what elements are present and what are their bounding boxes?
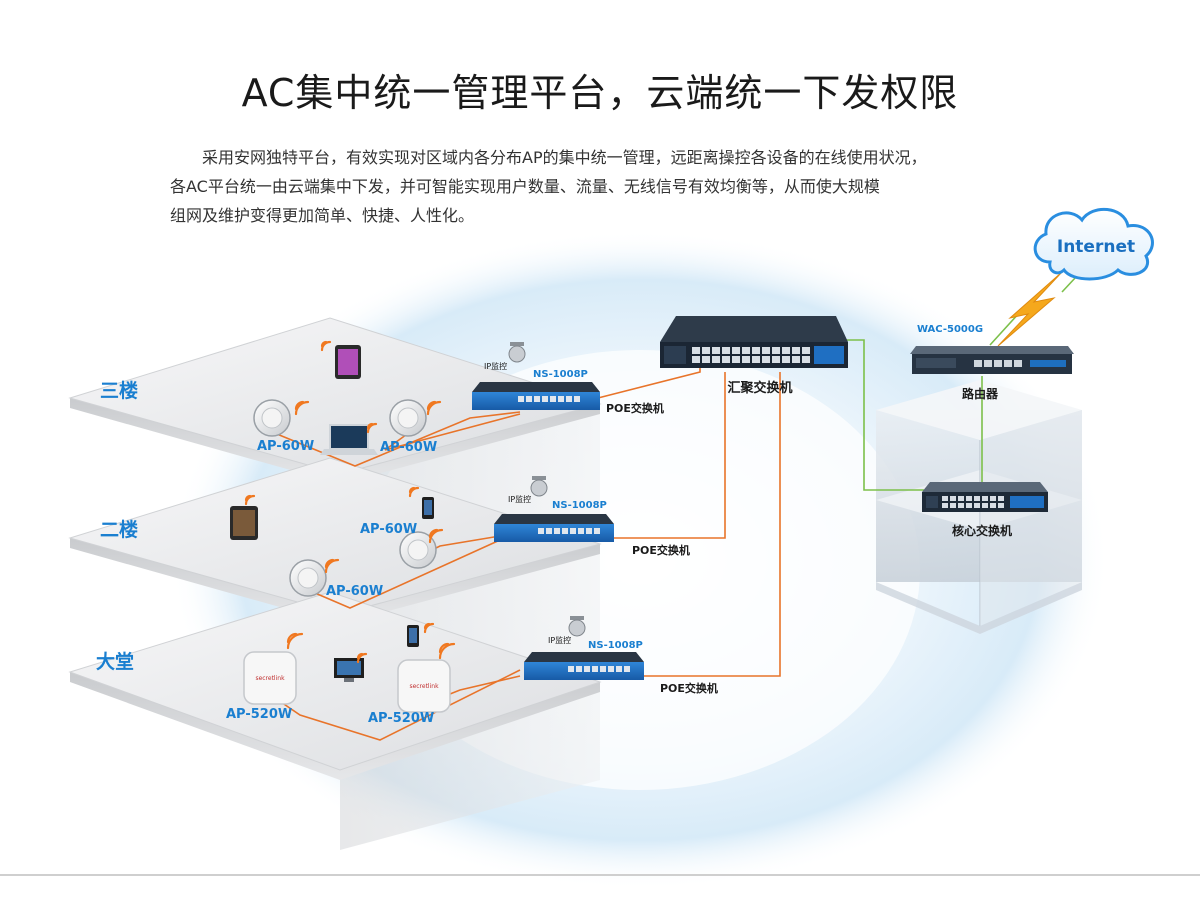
floor-3-ap-1: AP-60W (257, 439, 314, 454)
aggregation-switch-icon (660, 316, 848, 368)
floor-3-ap-2: AP-60W (380, 440, 437, 455)
phone-icon (407, 625, 419, 647)
wifi-icon (366, 422, 378, 434)
core-switch-icon (922, 482, 1048, 512)
internet-cloud-icon (1033, 207, 1154, 281)
cable-f3-ap2 (384, 413, 521, 451)
floor-2-camera: IP监控 (508, 494, 531, 504)
floor-1-ap-1: AP-520W (226, 707, 292, 722)
wifi-icon (428, 528, 444, 544)
cable-f2-ap1 (307, 539, 501, 609)
tablet-icon (335, 345, 361, 379)
phone-icon (422, 497, 434, 519)
lightning-icon (997, 271, 1063, 347)
floor-2-ap-2: AP-60W (326, 584, 383, 599)
link-agg-core (846, 339, 924, 491)
poe-switch-icon (472, 382, 600, 410)
camera-icon (508, 342, 526, 363)
wifi-icons (244, 340, 456, 664)
cable-f2-uplink (612, 372, 726, 539)
floor-3-slab-edge (70, 398, 600, 484)
description-line-1: 采用安网独特平台，有效实现对区域内各分布AP的集中统一管理，远距离操控各设备的在… (202, 148, 927, 167)
floor-2-slab-edge (70, 538, 600, 624)
floor-2-slab (68, 457, 602, 615)
wifi-icon (286, 632, 304, 650)
floor-1-switch-model: NS-1008P (588, 640, 643, 651)
wifi-icon (356, 652, 368, 664)
floor-1-ap-2: AP-520W (368, 711, 434, 726)
router-model: WAC-5000G (917, 324, 983, 335)
poe-switch-icon (494, 514, 614, 542)
description: 采用安网独特平台，有效实现对区域内各分布AP的集中统一管理，远距离操控各设备的在… (170, 143, 1090, 230)
wifi-icon (324, 558, 340, 574)
router-label: 路由器 (962, 386, 999, 401)
floor-1-name: 大堂 (96, 650, 134, 673)
camera-icon (568, 616, 586, 637)
svg-text:secretlink: secretlink (409, 683, 439, 690)
wifi-icon (438, 642, 456, 660)
floor-1-slab-edge (70, 672, 600, 780)
floor-2-name: 二楼 (100, 518, 138, 541)
ap-square-icon: secretlink (397, 659, 451, 713)
cable-f1-uplink (640, 372, 781, 677)
floor-3-switch-model: NS-1008P (533, 369, 588, 380)
floor-2 (68, 457, 602, 624)
description-line-3: 组网及维护变得更加简单、快捷、人性化。 (170, 206, 475, 225)
internet-label: Internet (1057, 237, 1135, 257)
page-title: AC集中统一管理平台，云端统一下发权限 (241, 71, 959, 115)
wifi-icon (423, 622, 435, 634)
wifi-icon (320, 340, 332, 352)
floor-3-camera: IP监控 (484, 361, 507, 371)
core-switch-label: 核心交换机 (952, 523, 1012, 538)
tablet-icon (230, 506, 258, 540)
laptop-icon (320, 424, 378, 455)
camera-icon (530, 476, 548, 497)
wifi-icon (426, 400, 442, 416)
floor-1-slab (68, 591, 602, 771)
wifi-icon (244, 494, 256, 506)
router-device-icon (910, 346, 1074, 374)
floor-3-switch-label: POE交换机 (606, 401, 664, 415)
floor-2-switch-label: POE交换机 (632, 543, 690, 557)
floor-3-name: 三楼 (100, 379, 138, 402)
floor-1 (68, 591, 602, 780)
svg-text:secretlink: secretlink (255, 675, 285, 682)
wifi-icon (294, 400, 310, 416)
floor-1-camera: IP监控 (548, 635, 571, 645)
bottom-divider (0, 874, 1200, 876)
ap-disc-icon (253, 399, 291, 437)
poe-switch-icon (524, 652, 644, 680)
monitor-icon (334, 658, 364, 682)
ap-disc-icon (289, 559, 327, 597)
wifi-icon (408, 486, 420, 498)
floor-2-ap-1: AP-60W (360, 522, 417, 537)
ap-disc-icon (399, 531, 437, 569)
floor-2-switch-model: NS-1008P (552, 500, 607, 511)
floor-1-switch-label: POE交换机 (660, 681, 718, 695)
description-line-2: 各AC平台统一由云端集中下发，并可智能实现用户数量、流量、无线信号有效均衡等，从… (170, 177, 880, 196)
aggregation-switch-label: 汇聚交换机 (727, 380, 792, 396)
ap-disc-icon (389, 399, 427, 437)
ap-square-icon: secretlink (243, 651, 297, 705)
link-router-internet (989, 311, 1021, 346)
